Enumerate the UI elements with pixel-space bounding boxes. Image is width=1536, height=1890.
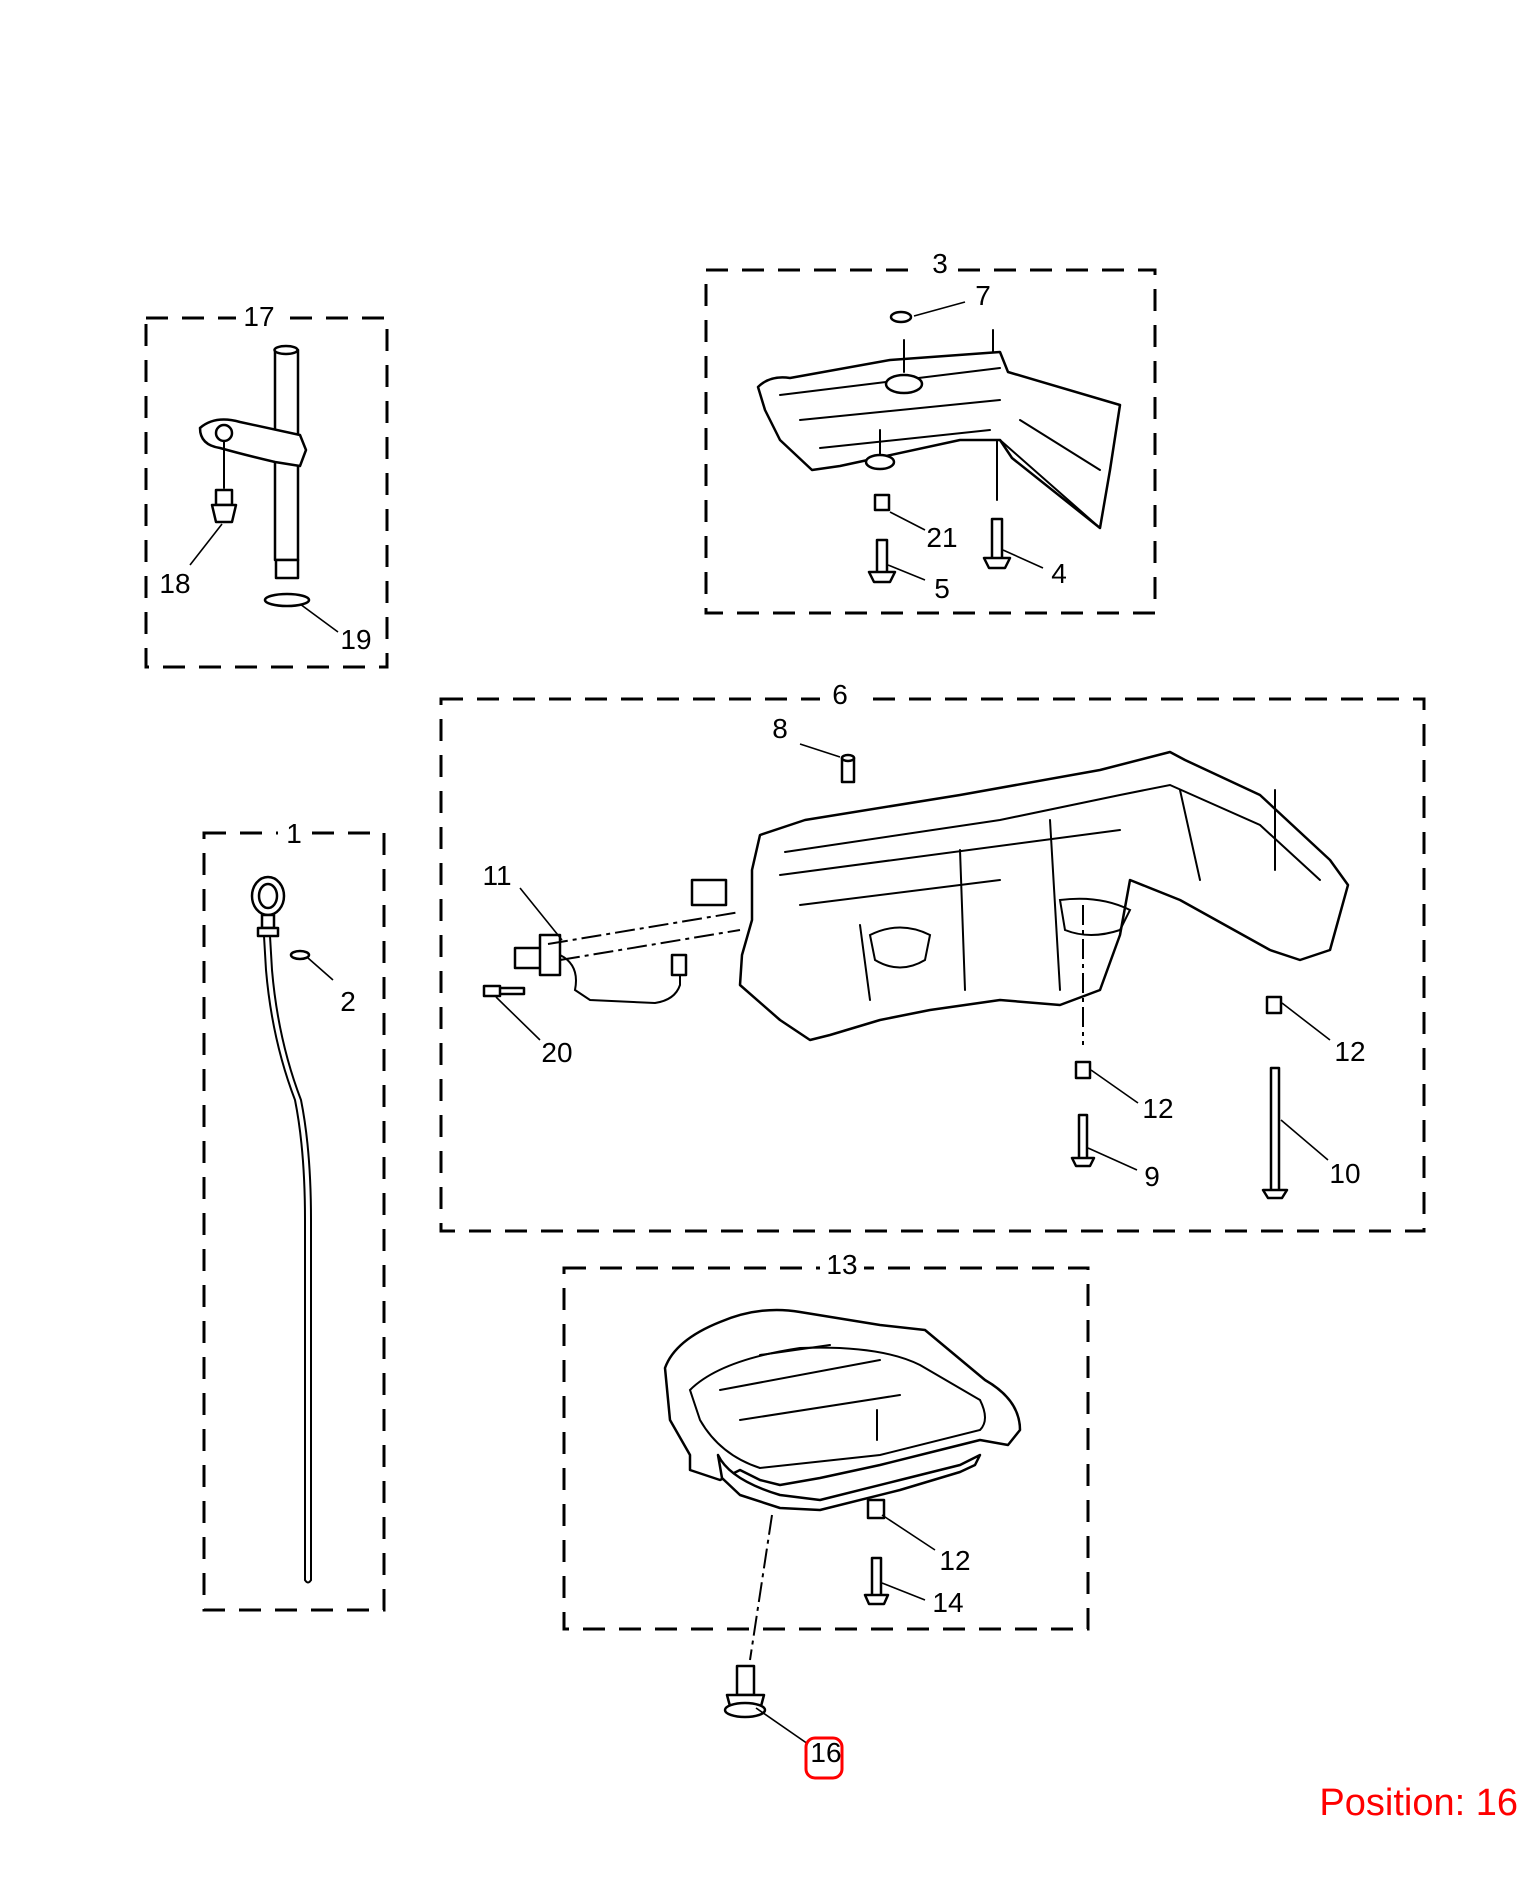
callout-10[interactable]: 10: [1329, 1158, 1360, 1189]
callout-19[interactable]: 19: [340, 624, 371, 655]
part-16-drain-plug: 16: [723, 1664, 844, 1780]
callout-17[interactable]: 17: [243, 301, 274, 332]
group-6-upper-oil-pan: 6 8 11 20 12 9 1: [439, 679, 1426, 1233]
callout-20[interactable]: 20: [541, 1037, 572, 1068]
callout-18[interactable]: 18: [159, 568, 190, 599]
callout-16-highlight-ring: [804, 1736, 844, 1780]
group-13-lower-oil-pan: 13 12 14: [562, 1249, 1090, 1661]
group-1-dipstick: 1 2: [202, 818, 386, 1612]
callout-8[interactable]: 8: [772, 713, 788, 744]
group-3-baffle: 3 7 21 5 4: [704, 248, 1157, 615]
callout-14[interactable]: 14: [932, 1587, 963, 1618]
callout-2[interactable]: 2: [340, 986, 356, 1017]
callout-12b[interactable]: 12: [1142, 1093, 1173, 1124]
callout-12a[interactable]: 12: [1334, 1036, 1365, 1067]
callout-11[interactable]: 11: [482, 860, 511, 891]
group-17-dipstick-tube: 17 18 19: [144, 301, 389, 669]
callout-21[interactable]: 21: [926, 522, 957, 553]
callout-7[interactable]: 7: [975, 280, 991, 311]
callout-6[interactable]: 6: [832, 679, 848, 710]
position-indicator: Position: 16: [1319, 1782, 1518, 1824]
callout-16[interactable]: 16: [810, 1737, 841, 1768]
callout-13[interactable]: 13: [826, 1249, 857, 1280]
callout-1[interactable]: 1: [286, 818, 302, 849]
callout-12c[interactable]: 12: [939, 1545, 970, 1576]
callout-3[interactable]: 3: [932, 248, 948, 279]
callout-9[interactable]: 9: [1144, 1161, 1160, 1192]
callout-4[interactable]: 4: [1051, 558, 1067, 589]
callout-5[interactable]: 5: [934, 573, 950, 604]
